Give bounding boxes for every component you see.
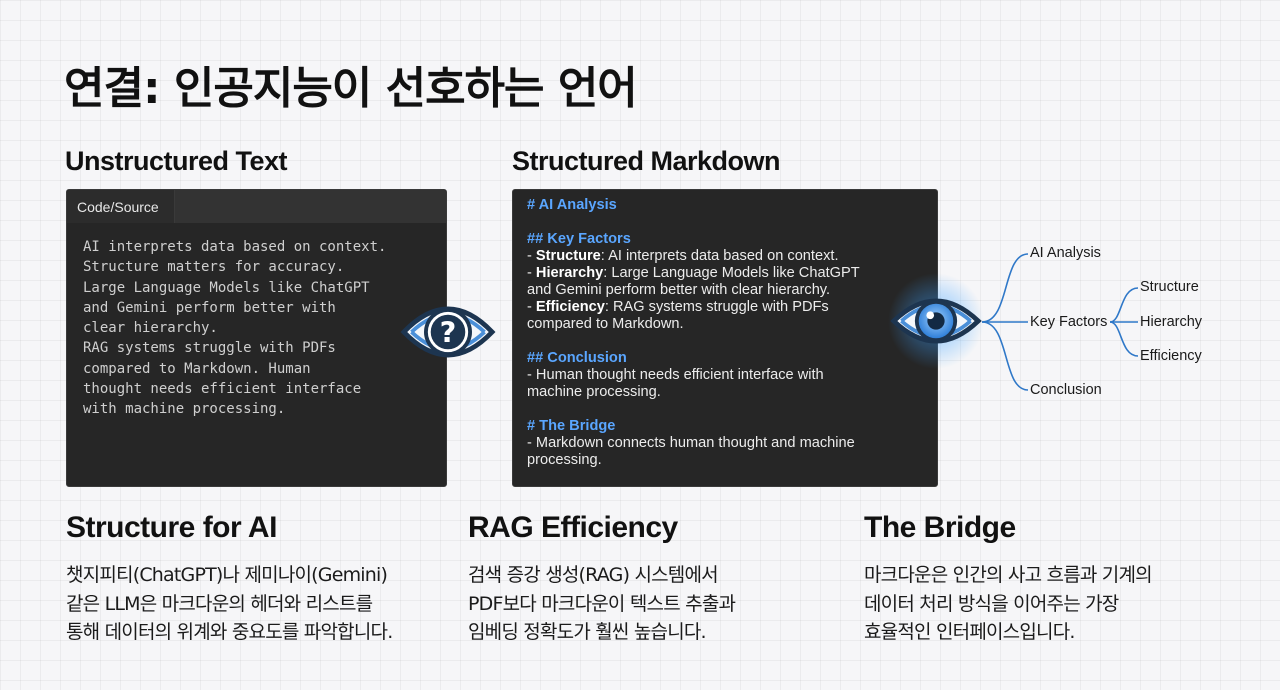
md-h1-bridge: # The Bridge <box>527 418 616 434</box>
page-title: 연결: 인공지능이 선호하는 언어 <box>64 63 638 114</box>
code-line: Large Language Models like ChatGPT <box>83 279 370 296</box>
question-mark-glyph: ? <box>440 316 457 350</box>
mind-node-key-factors: Key Factors <box>1030 314 1108 330</box>
code-line: and Gemini perform better with <box>83 299 336 316</box>
code-line: Structure matters for accuracy. <box>83 259 345 276</box>
code-line: clear hierarchy. <box>83 320 218 337</box>
section-body-rag: 검색 증강 생성(RAG) 시스템에서 PDF보다 마크다운이 텍스트 추출과 … <box>468 564 736 643</box>
mind-node-ai-analysis: AI Analysis <box>1030 245 1101 261</box>
mind-node-structure: Structure <box>1140 279 1199 295</box>
md-h2-conclusion: ## Conclusion <box>527 350 627 366</box>
section-body-bridge: 마크다운은 인간의 사고 흐름과 기계의 데이터 처리 방식을 이어주는 가장 … <box>864 564 1153 643</box>
code-line: RAG systems struggle with PDFs <box>83 340 336 357</box>
md-structure-item: - Structure: AI interprets data based on… <box>527 248 839 264</box>
tabbar-empty <box>175 190 446 223</box>
code-line: thought needs efficient interface <box>83 381 362 398</box>
mind-node-hierarchy: Hierarchy <box>1140 314 1203 330</box>
glowing-eye-icon <box>888 273 984 369</box>
question-eye-icon: ? <box>400 306 496 358</box>
code-line: AI interprets data based on context. <box>83 239 387 255</box>
structured-heading: Structured Markdown <box>512 146 781 176</box>
md-conclusion-item: - Human thought needs efficient interfac… <box>527 367 824 383</box>
mind-map-connectors <box>981 253 1139 391</box>
mind-node-efficiency: Efficiency <box>1140 348 1202 364</box>
unstructured-heading: Unstructured Text <box>65 146 288 176</box>
md-h2-factors: ## Key Factors <box>527 231 631 247</box>
md-bridge-item: - Markdown connects human thought and ma… <box>527 435 855 451</box>
markdown-panel: # AI Analysis ## Key Factors - Structure… <box>512 189 938 487</box>
md-efficiency-cont: compared to Markdown. <box>527 316 684 332</box>
md-conclusion-cont: machine processing. <box>527 384 661 400</box>
tab-code-source[interactable]: Code/Source <box>67 190 175 223</box>
md-efficiency-item: - Efficiency: RAG systems struggle with … <box>527 299 829 315</box>
md-bridge-cont: processing. <box>527 452 602 468</box>
code-text: AI interprets data based on context. Stru… <box>67 223 446 420</box>
md-hierarchy-item: - Hierarchy: Large Language Models like … <box>527 265 860 281</box>
code-line: compared to Markdown. Human <box>83 360 311 377</box>
code-line: with machine processing. <box>83 401 286 418</box>
section-title-rag: RAG Efficiency <box>468 511 678 544</box>
section-body-structure: 챗지피티(ChatGPT)나 제미나이(Gemini) 같은 LLM은 마크다운… <box>66 564 393 643</box>
mind-node-conclusion: Conclusion <box>1030 382 1102 398</box>
md-h1-analysis: # AI Analysis <box>527 197 617 213</box>
section-title-structure: Structure for AI <box>66 511 277 544</box>
unstructured-code-panel: Code/Source AI interprets data based on … <box>66 189 447 487</box>
code-tabbar: Code/Source <box>67 190 446 223</box>
section-title-bridge: The Bridge <box>864 511 1016 544</box>
md-hierarchy-cont: and Gemini perform better with clear hie… <box>527 282 831 298</box>
